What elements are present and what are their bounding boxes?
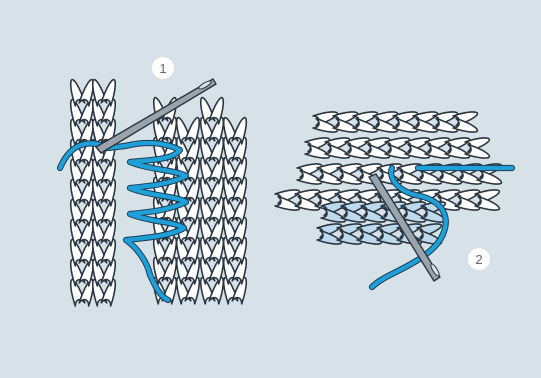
step-2-label: 2 [475, 252, 482, 267]
knit-stitch [232, 116, 250, 144]
step-2-badge: 2 [468, 248, 490, 270]
highlighted-stitch-row [317, 199, 447, 248]
left-knit-panel [67, 78, 119, 306]
knit-stitch [67, 78, 85, 106]
knit-stitch [101, 78, 119, 106]
step-1-label: 1 [159, 61, 166, 76]
figure-1-vertical-seam: 1 [60, 57, 250, 306]
right-knit-panel [150, 96, 250, 304]
figure-2-horizontal-seam: 2 [275, 109, 512, 287]
step-1-badge: 1 [152, 57, 174, 79]
